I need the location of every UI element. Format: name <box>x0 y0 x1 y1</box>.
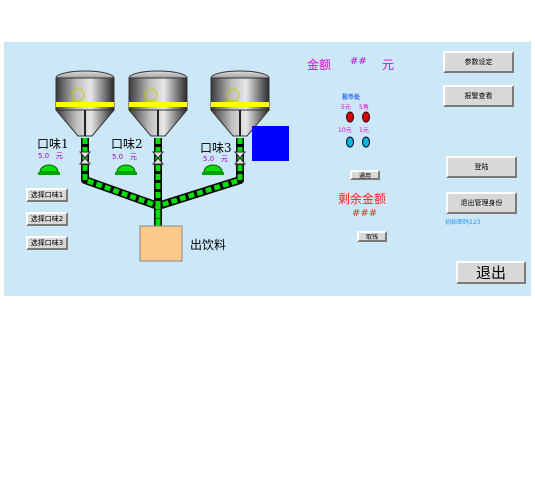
tank-3 <box>209 70 271 137</box>
valve-1-icon <box>78 151 92 165</box>
flavor-2-label: 口味2 <box>111 137 143 151</box>
amount-value: ## <box>350 56 367 67</box>
coin-10yuan-lamp-icon <box>346 136 354 148</box>
coin-label-10yuan: 10元 <box>338 127 352 134</box>
remaining-value: ### <box>352 208 378 219</box>
initial-password-hint: 初始密码123 <box>445 219 481 226</box>
coin-label-5yuan: 5元 <box>341 104 351 111</box>
outlet-label: 出饮料 <box>190 238 227 252</box>
blue-indicator-box <box>252 126 289 161</box>
tank-2 <box>127 70 189 137</box>
select-flavor-3-button[interactable]: 选择口味3 <box>26 236 68 250</box>
select-flavor-1-button[interactable]: 选择口味1 <box>26 188 68 202</box>
parameter-settings-button[interactable]: 参数设定 <box>443 51 514 73</box>
outlet-box <box>139 225 183 262</box>
amount-label: 金额 <box>307 58 332 72</box>
flavor-3-lamp-icon <box>202 164 224 175</box>
flavor-1-lamp-icon <box>38 164 60 175</box>
amount-unit: 元 <box>382 58 395 72</box>
logout-admin-button[interactable]: 退出管理身份 <box>446 192 517 214</box>
coin-1yuan-lamp-icon <box>362 136 370 148</box>
coin-5yuan-lamp-icon <box>346 111 354 123</box>
flavor-2-price: 5.0 元 <box>112 153 137 161</box>
coin-slot-title: 投币处 <box>342 94 361 101</box>
coin-5jiao-lamp-icon <box>362 111 370 123</box>
coin-label-1yuan: 1元 <box>359 127 369 134</box>
tank-1 <box>54 70 116 137</box>
confirm-button[interactable]: 通用 <box>350 170 380 180</box>
withdraw-button[interactable]: 取钱 <box>357 231 387 242</box>
exit-button[interactable]: 退出 <box>456 261 526 284</box>
select-flavor-2-button[interactable]: 选择口味2 <box>26 212 68 226</box>
coin-label-5jiao: 5角 <box>359 104 369 111</box>
alarm-view-button[interactable]: 报警查看 <box>443 85 514 107</box>
flavor-2-lamp-icon <box>115 164 137 175</box>
flavor-1-label: 口味1 <box>37 137 69 151</box>
flavor-3-price: 5.0 元 <box>203 155 228 163</box>
flavor-1-price: 5.0 元 <box>38 152 63 160</box>
login-button[interactable]: 登陆 <box>446 156 517 178</box>
flavor-3-label: 口味3 <box>200 141 232 155</box>
valve-2-icon <box>151 151 165 165</box>
valve-3-icon <box>233 151 247 165</box>
remaining-label: 剩余金额 <box>338 192 387 206</box>
